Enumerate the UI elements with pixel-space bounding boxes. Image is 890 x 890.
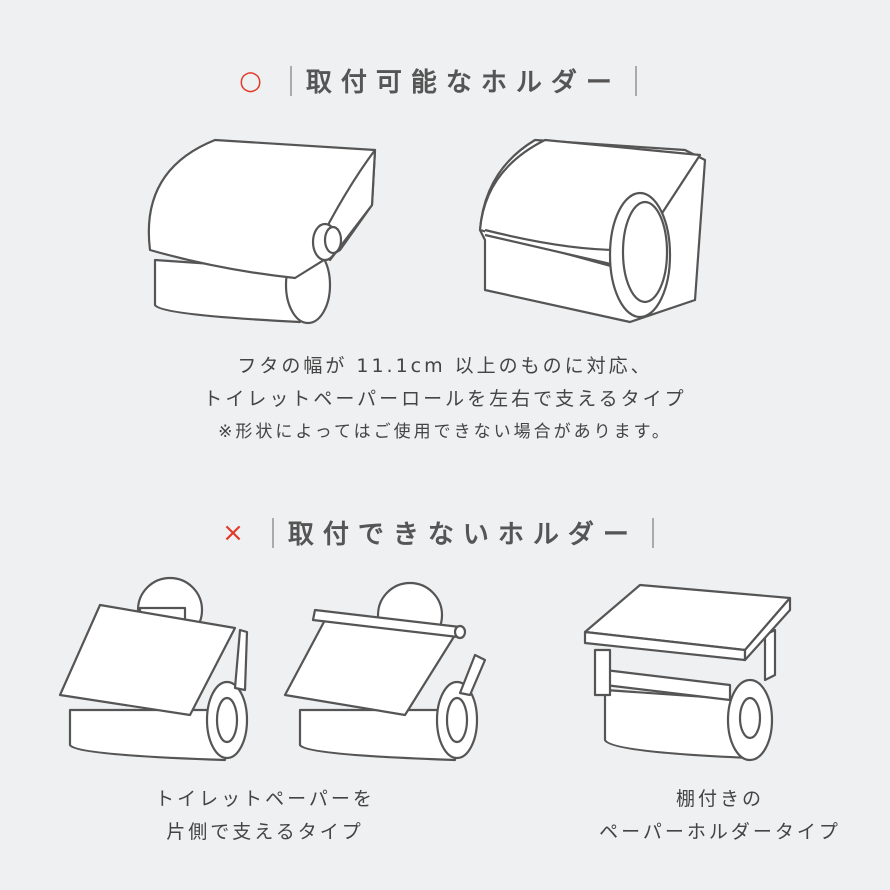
caption-line: ペーパーホルダータイプ bbox=[599, 821, 841, 843]
divider bbox=[271, 517, 274, 548]
ng-caption-shelf: 棚付きの ペーパーホルダータイプ bbox=[540, 783, 890, 849]
holder-illustration-with-shelf bbox=[583, 583, 792, 762]
caption-line: 片側で支えるタイプ bbox=[166, 821, 364, 843]
holder-illustration-rounded-lid bbox=[147, 138, 377, 325]
ng-heading: × 取付できないホルダー bbox=[0, 514, 890, 551]
ok-heading: ○ 取付可能なホルダー bbox=[0, 62, 890, 99]
caption-line: トイレットペーパーを bbox=[155, 788, 375, 810]
ng-title: 取付できないホルダー bbox=[287, 520, 638, 550]
ng-caption-single-arm: トイレットペーパーを 片側で支えるタイプ bbox=[115, 783, 415, 849]
caption-line: 棚付きの bbox=[675, 788, 764, 810]
circle-icon: ○ bbox=[239, 65, 262, 96]
description-line: フタの幅が 11.1cm 以上のものに対応、 bbox=[237, 355, 653, 377]
holder-illustration-box-lid bbox=[478, 138, 707, 324]
description-note: ※形状によってはご使用できない場合があります。 bbox=[218, 422, 672, 442]
cross-icon: × bbox=[222, 517, 244, 548]
ok-description: フタの幅が 11.1cm 以上のものに対応、 トイレットペーパーロールを左右で支… bbox=[0, 350, 890, 449]
ok-title: 取付可能なホルダー bbox=[305, 68, 621, 98]
holder-illustration-single-arm-1 bbox=[58, 576, 249, 762]
description-line: トイレットペーパーロールを左右で支えるタイプ bbox=[203, 388, 687, 410]
divider bbox=[289, 65, 292, 96]
divider bbox=[634, 65, 637, 96]
divider bbox=[651, 517, 654, 548]
holder-illustration-single-arm-2 bbox=[283, 581, 487, 762]
